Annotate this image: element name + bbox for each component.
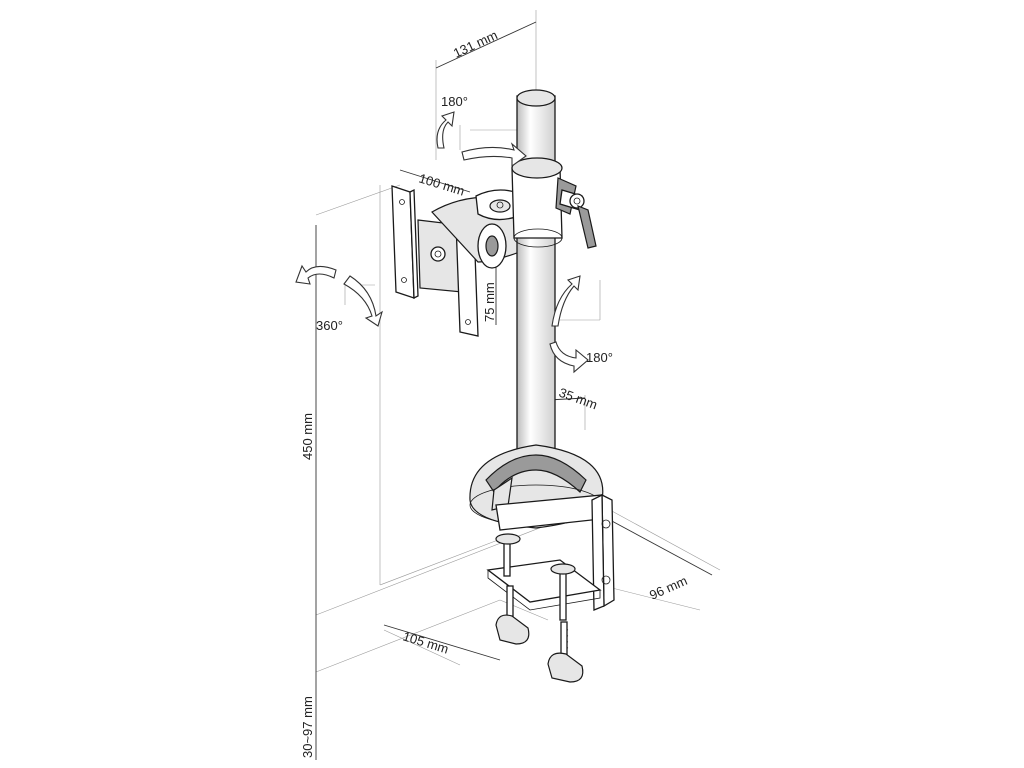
dimension-labels: 131 mm 100 mm 75 mm 450 mm 35 mm 96 mm 1… xyxy=(300,27,690,758)
rotation-arrow-top-tilt xyxy=(436,111,527,168)
dim-131-label: 131 mm xyxy=(451,27,500,60)
rotation-arrow-right-pan xyxy=(549,275,589,374)
dim-100-label: 100 mm xyxy=(417,171,466,199)
rotation-tilt-label: 180° xyxy=(441,94,468,109)
dim-75-label: 75 mm xyxy=(482,282,497,322)
rotation-swivel-label: 360° xyxy=(316,318,343,333)
pole xyxy=(516,89,556,467)
rotation-pan-label: 180° xyxy=(586,350,613,365)
dim-450-label: 450 mm xyxy=(300,413,315,460)
rotation-arrow-left-swivel xyxy=(295,264,383,327)
dim-105-label: 105 mm xyxy=(401,629,450,657)
dim-35-label: 35 mm xyxy=(557,385,599,413)
desk-clamp xyxy=(486,493,615,621)
dimension-lines xyxy=(315,21,713,760)
clamp-screws xyxy=(495,585,584,683)
dim-96-label: 96 mm xyxy=(647,573,689,603)
pole-collar xyxy=(511,157,597,249)
rotation-labels: 180° 360° 180° xyxy=(316,94,613,365)
dim-clamp-range-label: 30~97 mm xyxy=(300,696,315,758)
